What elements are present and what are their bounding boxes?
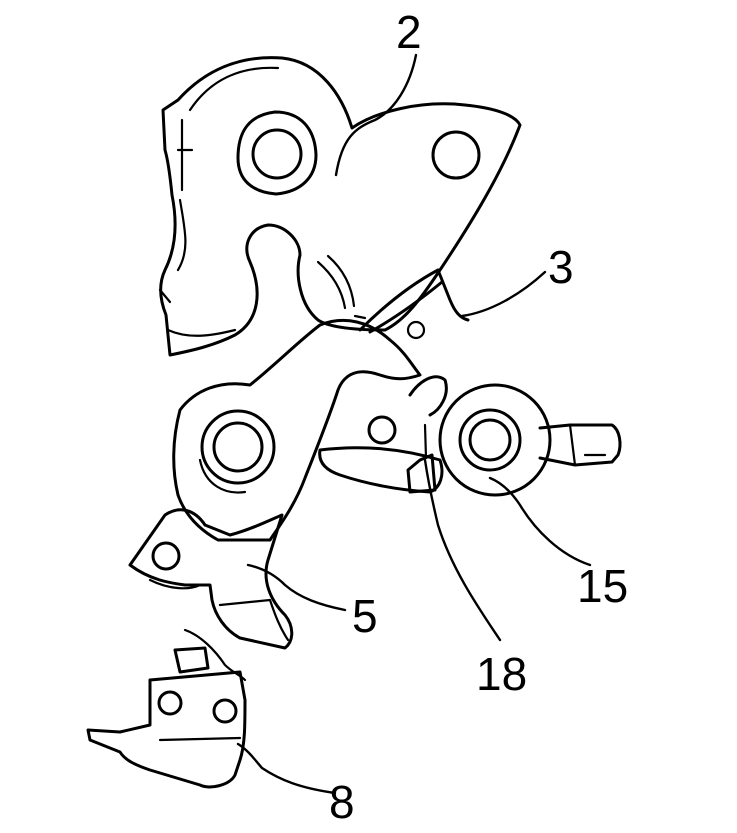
leader-line-18 (423, 458, 502, 642)
link-arm-part (358, 268, 470, 340)
reference-numeral-8: 8 (329, 776, 355, 828)
cam-roller-part (318, 383, 622, 497)
reference-numeral-5: 5 (352, 590, 378, 642)
reference-numeral-3: 3 (548, 241, 574, 293)
leader-line-2 (334, 53, 418, 177)
leader-line-3 (460, 270, 547, 318)
upper-housing-part (158, 56, 522, 357)
reference-numeral-18: 18 (476, 648, 527, 700)
leader-line-5 (246, 563, 347, 612)
pin-hook-part (406, 375, 448, 494)
leader-line-8 (236, 742, 337, 795)
reference-numeral-15: 15 (577, 560, 628, 612)
reference-numeral-2: 2 (396, 6, 422, 58)
leader-line-15 (488, 476, 592, 567)
switch-body-part (86, 628, 247, 789)
movable-body-part (172, 318, 422, 542)
lower-lever-part (128, 508, 294, 650)
